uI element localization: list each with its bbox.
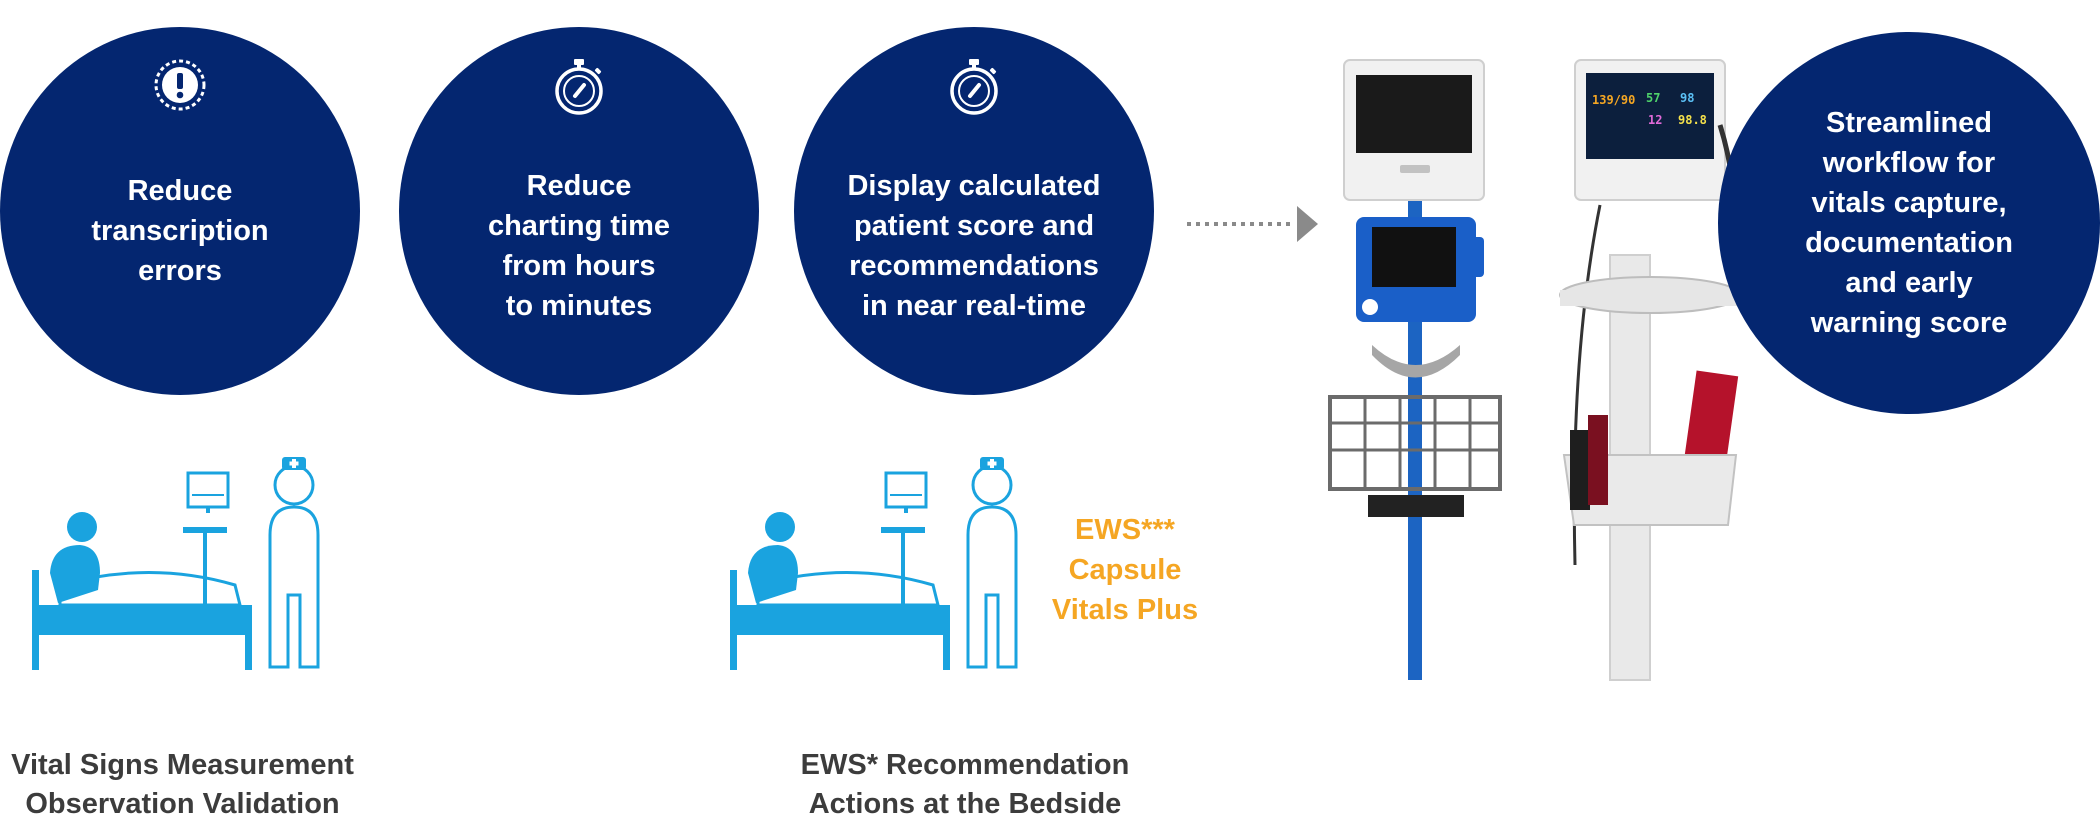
reading-spo2: 98: [1680, 91, 1695, 105]
result-circle-streamlined-workflow: Streamlined workflow for vitals capture,…: [1718, 32, 2100, 414]
bedside-scene-illustration: [32, 457, 320, 670]
reading-respiration: 12: [1648, 113, 1663, 127]
stopwatch-icon: [950, 59, 998, 115]
ews-line-3: Vitals Plus: [1051, 594, 1199, 626]
caption-1-line-1: Vital Signs Measurement: [11, 749, 354, 781]
benefit-3-line-4: in near real-time: [861, 290, 1087, 322]
dotted-arrow-icon: [1187, 206, 1318, 242]
benefit-3-line-2: patient score and: [853, 210, 1095, 242]
benefit-circle-patient-score: Display calculated patient score and rec…: [794, 27, 1154, 395]
result-line-3: vitals capture,: [1811, 187, 2007, 219]
benefit-1-line-3: errors: [138, 255, 222, 287]
bedside-scene-ews-illustration: [730, 457, 1018, 670]
vitals-cart-illustration: [1328, 59, 1502, 680]
result-line-4: documentation: [1805, 227, 2013, 259]
monitor-screen-readings: 139/90 57 98 12 98.8: [1588, 80, 1712, 156]
caption-2-line-1: EWS* Recommendation: [800, 749, 1130, 781]
caption-ews-recommendation: EWS* Recommendation Actions at the Bedsi…: [740, 746, 1190, 824]
benefit-3-line-1: Display calculated: [847, 170, 1101, 202]
caption-measurement-validation: Vital Signs Measurement Observation Vali…: [0, 746, 365, 824]
result-line-6: warning score: [1810, 307, 2008, 339]
reading-pulse: 57: [1646, 91, 1661, 105]
capsule-monitor-cart-illustration: [1559, 59, 1741, 681]
benefit-2-line-2: charting time: [487, 210, 671, 242]
benefit-1-line-2: transcription: [91, 215, 269, 247]
benefit-2-line-4: to minutes: [505, 290, 653, 322]
result-line-1: Streamlined: [1826, 107, 1992, 139]
caption-2-line-2: Actions at the Bedside: [808, 788, 1122, 820]
benefit-circle-charting-time: Reduce charting time from hours to minut…: [399, 27, 759, 395]
benefit-2-line-3: from hours: [502, 250, 656, 282]
benefit-circle-transcription: Reduce transcription errors: [0, 27, 360, 395]
benefit-3-line-3: recommendations: [849, 250, 1099, 282]
ews-line-1: EWS***: [1075, 514, 1175, 546]
reading-blood-pressure: 139/90: [1592, 93, 1636, 107]
benefit-2-line-1: Reduce: [526, 170, 632, 202]
ews-line-2: Capsule: [1068, 554, 1182, 586]
caption-1-line-2: Observation Validation: [25, 788, 340, 820]
ews-capsule-label: EWS*** Capsule Vitals Plus: [1035, 510, 1215, 630]
benefit-1-line-1: Reduce: [127, 175, 233, 207]
reading-temperature: 98.8: [1678, 113, 1707, 127]
result-line-2: workflow for: [1822, 147, 1996, 179]
stopwatch-icon: [555, 59, 603, 115]
exclamation-icon: [154, 59, 206, 111]
result-line-5: and early: [1845, 267, 1973, 299]
